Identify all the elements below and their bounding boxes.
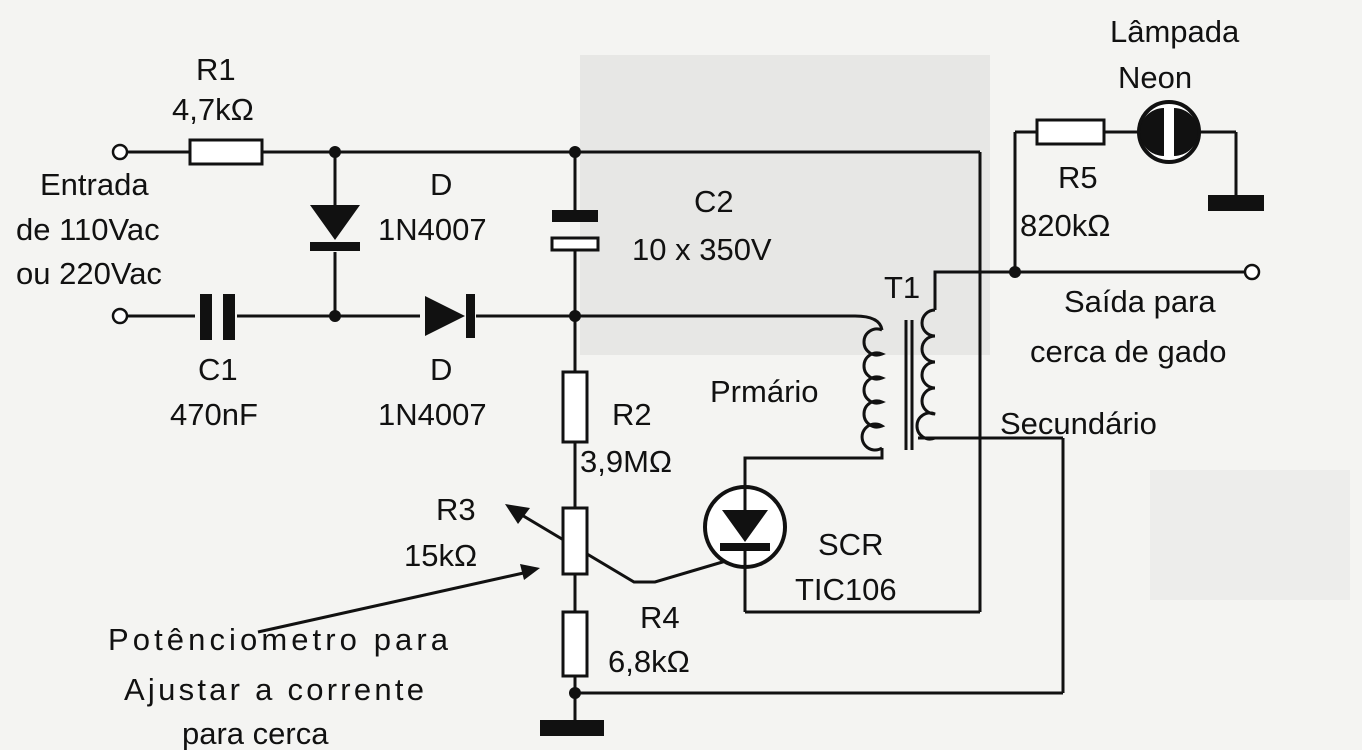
resistor-r1 — [188, 138, 264, 166]
r4-value: 6,8kΩ — [608, 644, 690, 679]
input-terminal-top — [111, 143, 129, 161]
r5-value: 820kΩ — [1020, 208, 1110, 243]
scr-value: TIC106 — [795, 572, 897, 607]
t1-name: T1 — [884, 270, 920, 305]
output-terminal — [1243, 263, 1261, 281]
input-label-line1: Entrada — [40, 167, 149, 202]
c1-name: C1 — [198, 352, 238, 387]
scr-tic106 — [703, 485, 787, 569]
scr-name: SCR — [818, 527, 883, 562]
resistor-r2 — [561, 370, 589, 444]
ground-bottom — [540, 720, 604, 736]
output-label-line2: cerca de gado — [1030, 334, 1226, 369]
resistor-r4 — [561, 610, 589, 678]
capacitor-c2 — [550, 210, 600, 252]
resistor-r5 — [1035, 118, 1106, 146]
r2-name: R2 — [612, 397, 652, 432]
d-top-name: D — [430, 167, 452, 202]
pot-note-line1: Potênciometro para — [108, 622, 449, 657]
d-bottom-name: D — [430, 352, 452, 387]
secondary-label: Secundário — [1000, 406, 1157, 441]
pot-note-line3: para cerca — [182, 716, 329, 750]
pot-arrow-head — [505, 504, 530, 524]
ground-lamp — [1208, 195, 1264, 211]
input-terminal-bottom — [111, 307, 129, 325]
r2-value: 3,9MΩ — [580, 444, 672, 479]
r1-value: 4,7kΩ — [172, 92, 254, 127]
neon-lamp-icon — [1137, 100, 1201, 164]
pot-note-line2: Ajustar a corrente — [124, 672, 424, 707]
lamp-label-line2: Neon — [1118, 60, 1192, 95]
c1-value: 470nF — [170, 397, 258, 432]
diode-top — [310, 205, 360, 251]
note-arrow — [257, 564, 540, 634]
lamp-label-line1: Lâmpada — [1110, 14, 1240, 49]
d-bottom-value: 1N4007 — [378, 397, 487, 432]
output-label-line1: Saída para — [1064, 284, 1216, 319]
r4-name: R4 — [640, 600, 680, 635]
junction-dots — [329, 146, 1021, 699]
r1-name: R1 — [196, 52, 236, 87]
d-top-value: 1N4007 — [378, 212, 487, 247]
c2-name: C2 — [694, 184, 734, 219]
diode-bottom — [425, 294, 475, 338]
input-label-line3: ou 220Vac — [16, 256, 162, 291]
c2-value: 10 x 350V — [632, 232, 772, 267]
potentiometer-r3 — [561, 506, 589, 576]
capacitor-c1 — [200, 294, 235, 340]
background-bleed — [580, 55, 1350, 600]
wires — [127, 130, 1248, 720]
r3-name: R3 — [436, 492, 476, 527]
input-label-line2: de 110Vac — [16, 212, 160, 247]
transformer-t1 — [860, 308, 936, 452]
primary-label: Prmário — [710, 374, 819, 409]
r3-value: 15kΩ — [404, 538, 477, 573]
r5-name: R5 — [1058, 160, 1098, 195]
